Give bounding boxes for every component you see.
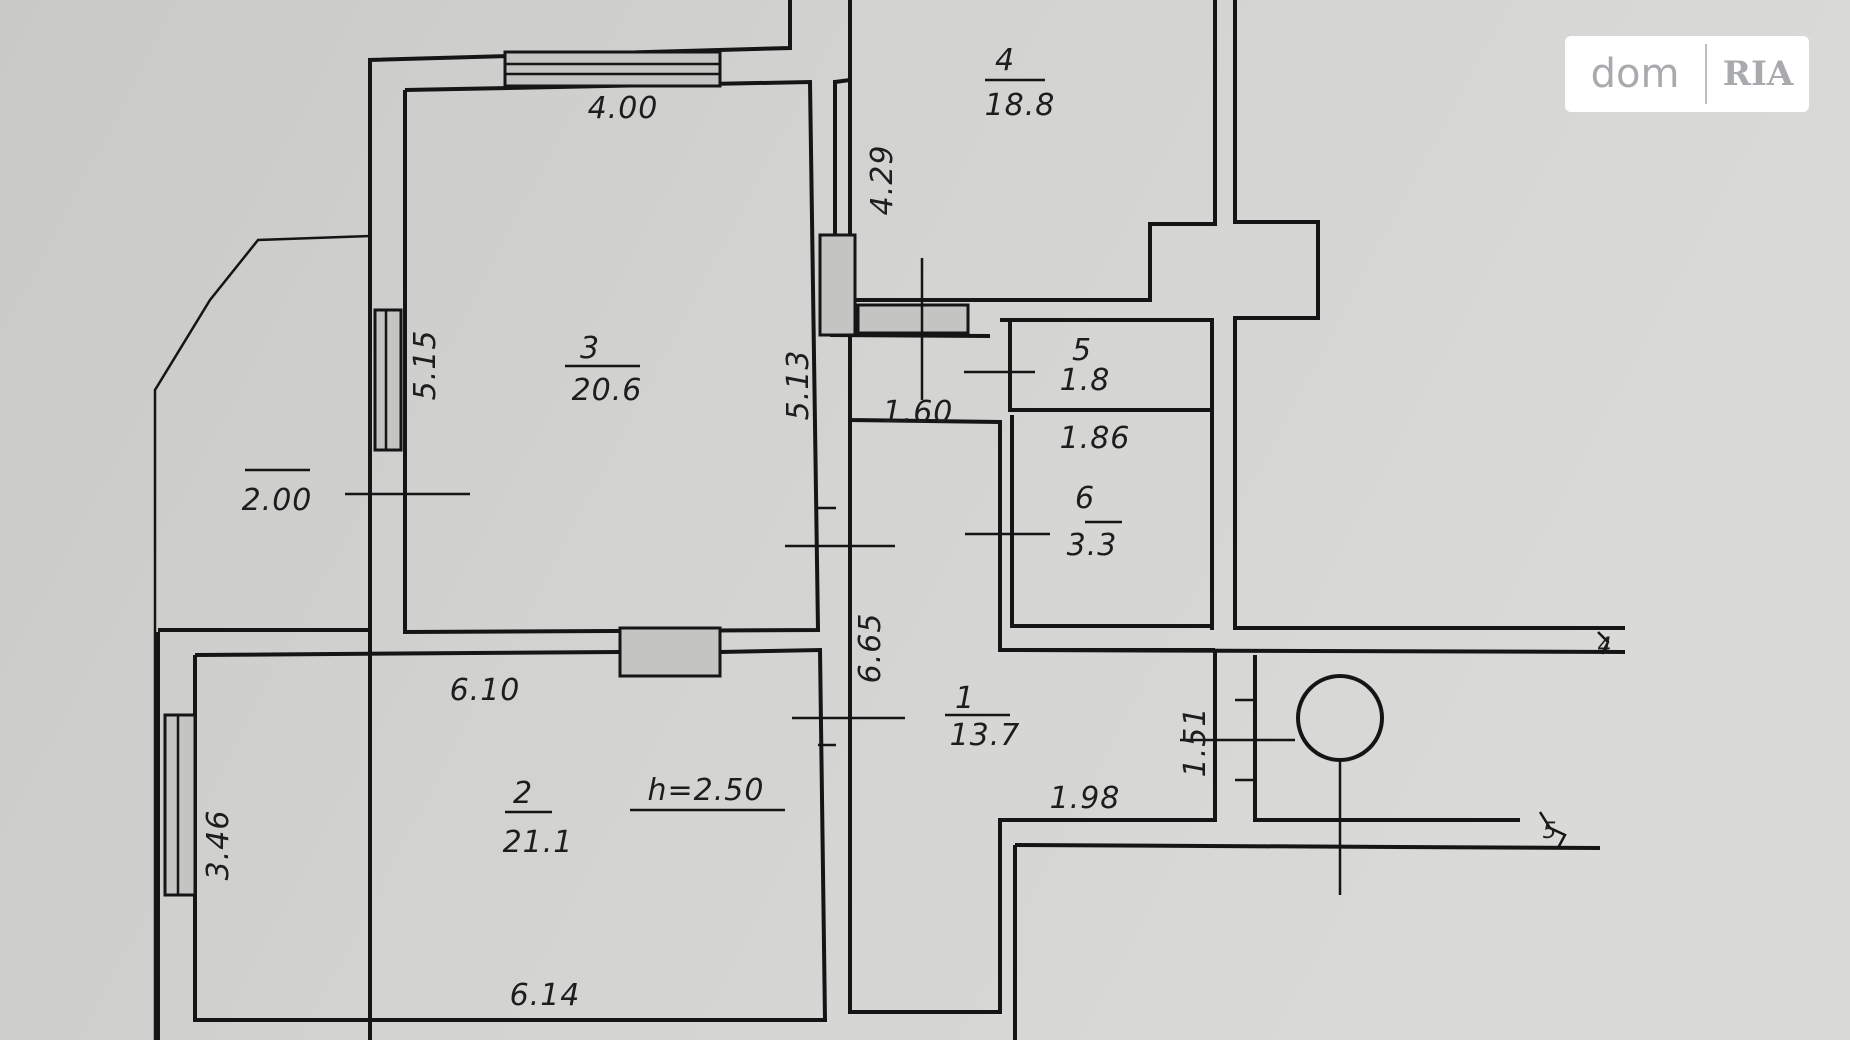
dimension-1-60: 1.60 (883, 395, 954, 430)
room-area-1: 13.7 (950, 718, 1021, 753)
room-number-2: 2 (513, 776, 533, 811)
dimension-3-46: 3.46 (201, 810, 236, 881)
room-number-1: 1 (955, 681, 975, 716)
walls (153, 0, 1626, 1040)
room-label-1: 1 13.7 (945, 681, 1021, 753)
room-area-3: 20.6 (572, 373, 643, 408)
dimension-1-98: 1.98 (1050, 781, 1121, 816)
logo-dom-text: dom (1590, 51, 1680, 97)
room-number-4: 4 (995, 43, 1015, 78)
ceiling-height-label: h=2.50 (630, 773, 785, 812)
ceiling-height-text: h=2.50 (648, 773, 765, 808)
room-number-6: 6 (1075, 481, 1095, 516)
room-area-4: 18.8 (985, 88, 1056, 123)
logo-divider (1705, 44, 1707, 104)
room-area-2: 21.1 (503, 825, 574, 860)
room-area-5: 1.8 (1060, 363, 1111, 398)
room-label-3: 3 20.6 (565, 331, 643, 408)
dimension-1-86: 1.86 (1060, 421, 1131, 456)
section-mark-4: 4 (1598, 634, 1613, 659)
room-label-4: 4 18.8 (985, 43, 1056, 123)
dimension-5-15: 5.15 (408, 330, 443, 401)
section-mark-5: 5 (1543, 819, 1558, 844)
room-label-6: 6 3.3 (1067, 481, 1122, 563)
dimension-2-00: 2.00 (242, 483, 313, 518)
dimension-1-51: 1.51 (1178, 707, 1213, 778)
dimension-6-65: 6.65 (853, 613, 888, 684)
room-area-6: 3.3 (1067, 528, 1118, 563)
dimension-labels: 4.00 5.15 2.00 5.13 4.29 1.60 1.86 6.10 … (201, 91, 1213, 1013)
room-number-3: 3 (580, 331, 600, 366)
dimension-6-14: 6.14 (510, 978, 581, 1013)
room-number-5: 5 (1072, 333, 1092, 368)
watermark-logo: dom RIA (1565, 36, 1809, 112)
dimension-4-00: 4.00 (588, 91, 659, 126)
dimension-5-13: 5.13 (781, 350, 816, 421)
room-label-5: 5 1.8 (1060, 333, 1111, 398)
dimension-4-29: 4.29 (865, 145, 900, 216)
room-label-2: 2 21.1 (503, 776, 574, 860)
logo-ria-text: RIA (1722, 54, 1794, 94)
dimension-6-10: 6.10 (450, 673, 521, 708)
